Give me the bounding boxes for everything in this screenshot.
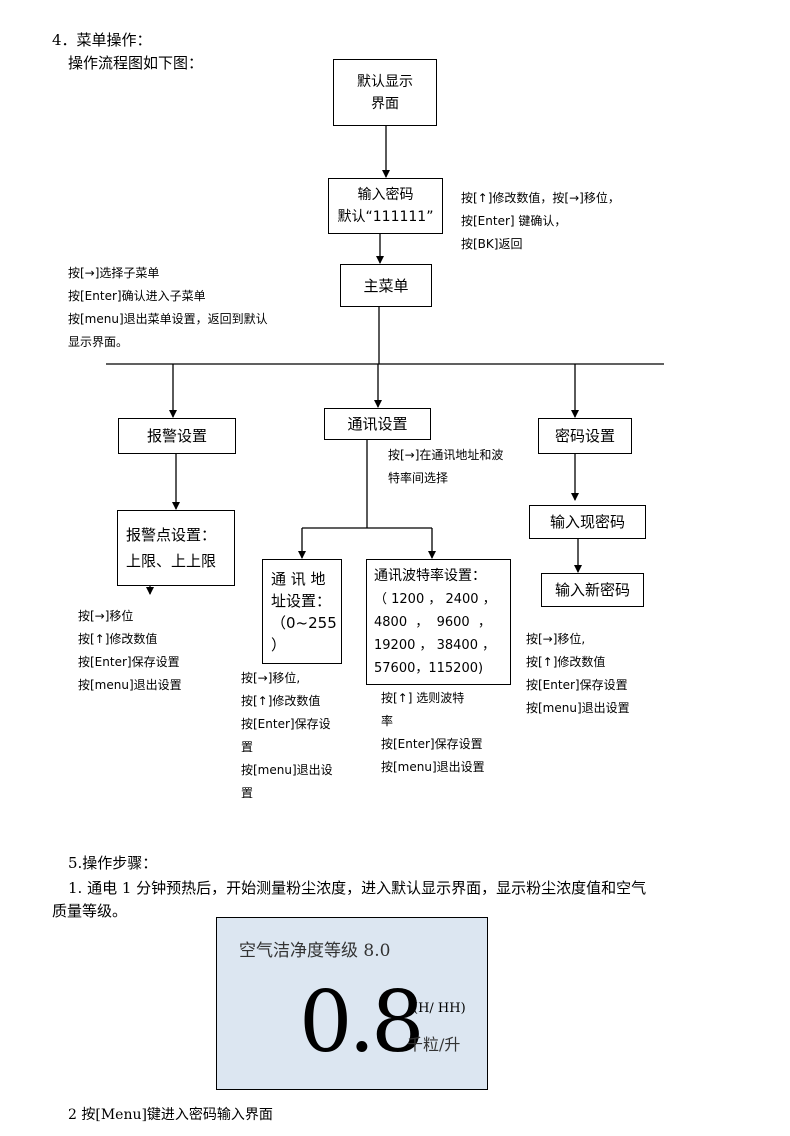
baud-rate-line2: 4800 ， 9600 ， [374, 614, 491, 630]
section-4-subheading: 操作流程图如下图： [68, 54, 204, 72]
concentration-value: 0.8 [299, 973, 425, 1071]
baud-rate-line4: 57600，115200) [374, 660, 484, 676]
step-1-line-2: 质量等级。 [52, 902, 128, 920]
note-line: 按[menu]退出设置 [381, 760, 485, 774]
note-line: 按[↑]修改数值，按[→]移位， [461, 191, 620, 205]
baud-rate-title: 通讯波特率设置： [374, 567, 486, 584]
password-settings-label: 密码设置 [554, 427, 615, 445]
comm-address-line2: 址设置： [271, 592, 332, 610]
note-line: 按[↑] 选则波特 [381, 691, 465, 705]
note-line: 显示界面。 [68, 335, 129, 349]
enter-password-line1: 输入密码 [357, 187, 414, 203]
comm-address-line3: （0~255 [271, 614, 337, 632]
password-notes: 按[↑]修改数值，按[→]移位， 按[Enter] 键确认， 按[BK]返回 [461, 187, 620, 256]
note-line: 按[Enter]保存设置 [381, 737, 483, 751]
baud-rate-line1: （ 1200 ， 2400 ， [374, 591, 496, 607]
new-password-label: 输入新密码 [554, 581, 630, 599]
step-2: 2 按[Menu]键进入密码输入界面 [68, 1107, 273, 1123]
main-menu-box: 主菜单 [340, 264, 432, 307]
password-settings-box: 密码设置 [538, 418, 632, 454]
section-5-heading: 5.操作步骤： [68, 854, 158, 872]
note-line: 按[↑]修改数值 [526, 655, 606, 669]
alarm-point-line1: 报警点设置： [126, 526, 217, 544]
note-line: 按[Enter]保存设置 [526, 678, 628, 692]
baud-notes: 按[↑] 选则波特 率 按[Enter]保存设置 按[menu]退出设置 [381, 687, 485, 779]
default-display-screen: 空气洁净度等级 8.0 0.8 (H/ HH) 千粒/升 [216, 917, 488, 1090]
note-line: 按[↑]修改数值 [78, 632, 158, 646]
note-line: 特率间选择 [388, 471, 449, 485]
default-display-line1: 默认显示 [357, 73, 413, 90]
note-line: 按[→]移位, [526, 632, 586, 646]
note-line: 按[↑]修改数值 [241, 694, 321, 708]
note-line: 置 [241, 786, 254, 800]
address-notes: 按[→]移位, 按[↑]修改数值 按[Enter]保存设 置 按[menu]退出… [241, 667, 333, 805]
default-display-line2: 界面 [371, 95, 399, 112]
comm-notes: 按[→]在通讯地址和波 特率间选择 [388, 444, 503, 490]
note-line: 率 [381, 714, 394, 728]
default-display-box: 默认显示 界面 [333, 59, 437, 126]
note-line: 按[menu]退出设 [241, 763, 333, 777]
baud-rate-line3: 19200 ， 38400 ， [374, 637, 496, 653]
note-line: 按[menu]退出设置 [78, 678, 182, 692]
note-line: 按[menu]退出菜单设置，返回到默认 [68, 312, 268, 326]
comm-address-line1: 通 讯 地 [271, 570, 326, 588]
air-quality-grade: 空气洁净度等级 8.0 [239, 941, 391, 961]
section-4-heading: 4．菜单操作： [52, 31, 152, 49]
note-line: 按[Enter]确认进入子菜单 [68, 289, 206, 303]
note-line: 按[Enter] 键确认， [461, 214, 567, 228]
note-line: 按[Enter]保存设 [241, 717, 331, 731]
flowchart-connectors [106, 126, 664, 595]
baud-rate-box: 通讯波特率设置： （ 1200 ， 2400 ， 4800 ， 9600 ， 1… [366, 559, 511, 685]
step-1-line-1: 1. 通电 1 分钟预热后，开始测量粉尘浓度，进入默认显示界面，显示粉尘浓度值和… [68, 879, 647, 897]
note-line: 按[→]移位 [78, 609, 134, 623]
password-set-notes: 按[→]移位, 按[↑]修改数值 按[Enter]保存设置 按[menu]退出设… [526, 628, 630, 720]
enter-password-box: 输入密码 默认“111111” [328, 178, 443, 234]
note-line: 按[→]选择子菜单 [68, 266, 160, 280]
alarm-settings-box: 报警设置 [118, 418, 236, 454]
note-line: 置 [241, 740, 254, 754]
current-password-box: 输入现密码 [529, 505, 646, 539]
comm-settings-label: 通讯设置 [347, 415, 408, 433]
enter-password-line2: 默认“111111” [337, 209, 434, 225]
note-line: 按[menu]退出设置 [526, 701, 630, 715]
main-menu-notes: 按[→]选择子菜单 按[Enter]确认进入子菜单 按[menu]退出菜单设置，… [68, 262, 268, 354]
note-line: 按[BK]返回 [461, 237, 523, 251]
concentration-unit: 千粒/升 [407, 1035, 461, 1054]
comm-settings-box: 通讯设置 [324, 408, 431, 440]
current-password-label: 输入现密码 [549, 513, 625, 531]
comm-address-box: 通 讯 地 址设置： （0~255 ） [262, 559, 342, 664]
note-line: 按[→]在通讯地址和波 [388, 448, 504, 462]
unit-mode: (H/ HH) [413, 1001, 466, 1016]
alarm-point-line2: 上限、上上限 [126, 552, 217, 570]
main-menu-label: 主菜单 [363, 276, 409, 295]
comm-address-line4: ） [271, 636, 287, 654]
alarm-settings-label: 报警设置 [146, 427, 207, 445]
alarm-point-box: 报警点设置： 上限、上上限 [117, 510, 235, 586]
alarm-notes: 按[→]移位 按[↑]修改数值 按[Enter]保存设置 按[menu]退出设置 [78, 605, 182, 697]
note-line: 按[Enter]保存设置 [78, 655, 180, 669]
note-line: 按[→]移位, [241, 671, 301, 685]
new-password-box: 输入新密码 [541, 573, 644, 607]
